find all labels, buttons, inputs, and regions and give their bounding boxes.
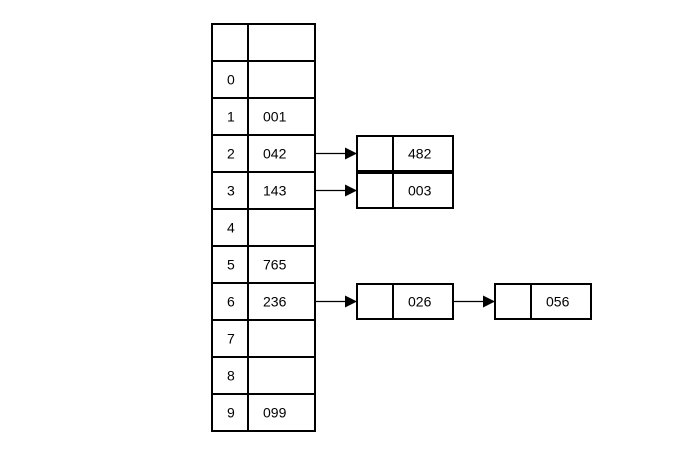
table-row: 3 143 [211, 171, 316, 210]
node-value-label: 003 [408, 183, 432, 199]
value-cell [247, 356, 316, 395]
value-cell [247, 393, 316, 432]
node-box [356, 283, 454, 320]
index-cell [211, 23, 249, 62]
table-row: 0 [211, 60, 316, 99]
chain-node: 026 [356, 283, 454, 320]
node-box [494, 283, 592, 320]
chain: 003 [315, 172, 454, 209]
table-row: 8 [211, 356, 316, 395]
value-label: 042 [263, 146, 287, 162]
chain-node: 482 [356, 135, 454, 172]
index-label: 7 [227, 331, 235, 347]
index-label: 5 [227, 257, 235, 273]
value-label: 001 [263, 109, 287, 125]
node-value-label: 026 [408, 294, 432, 310]
value-label: 765 [263, 257, 287, 273]
index-label: 0 [227, 72, 235, 88]
index-label: 4 [227, 220, 235, 236]
index-cell [211, 208, 249, 247]
index-label: 9 [227, 405, 235, 421]
index-label: 8 [227, 368, 235, 384]
node-box [356, 135, 454, 172]
table-row: 9 099 [211, 393, 316, 432]
value-cell [247, 60, 316, 99]
arrow-head-icon [345, 147, 357, 160]
value-cell [247, 23, 316, 62]
value-cell [247, 245, 316, 284]
node-value-label: 056 [546, 294, 570, 310]
table-header-row [211, 23, 316, 62]
overflow-chains: 482 003 026 056 [315, 135, 592, 320]
node-box [356, 172, 454, 209]
node-value-label: 482 [408, 146, 432, 162]
index-label: 1 [227, 109, 235, 125]
value-label: 143 [263, 183, 287, 199]
chain: 026 056 [315, 283, 592, 320]
chain: 482 [315, 135, 454, 172]
arrow-head-icon [345, 184, 357, 197]
value-cell [247, 319, 316, 358]
arrow-head-icon [345, 295, 357, 308]
table-row: 6 236 [211, 282, 316, 321]
table-row: 4 [211, 208, 316, 247]
table-row: 1 001 [211, 97, 316, 136]
value-label: 099 [263, 405, 287, 421]
table-row: 5 765 [211, 245, 316, 284]
chain-node: 056 [494, 283, 592, 320]
index-label: 6 [227, 294, 235, 310]
value-cell [247, 208, 316, 247]
chain-node: 003 [356, 172, 454, 209]
value-label: 236 [263, 294, 287, 310]
table-row: 7 [211, 319, 316, 358]
index-label: 2 [227, 146, 235, 162]
value-cell [247, 282, 316, 321]
arrow-head-icon [483, 295, 495, 308]
index-label: 3 [227, 183, 235, 199]
